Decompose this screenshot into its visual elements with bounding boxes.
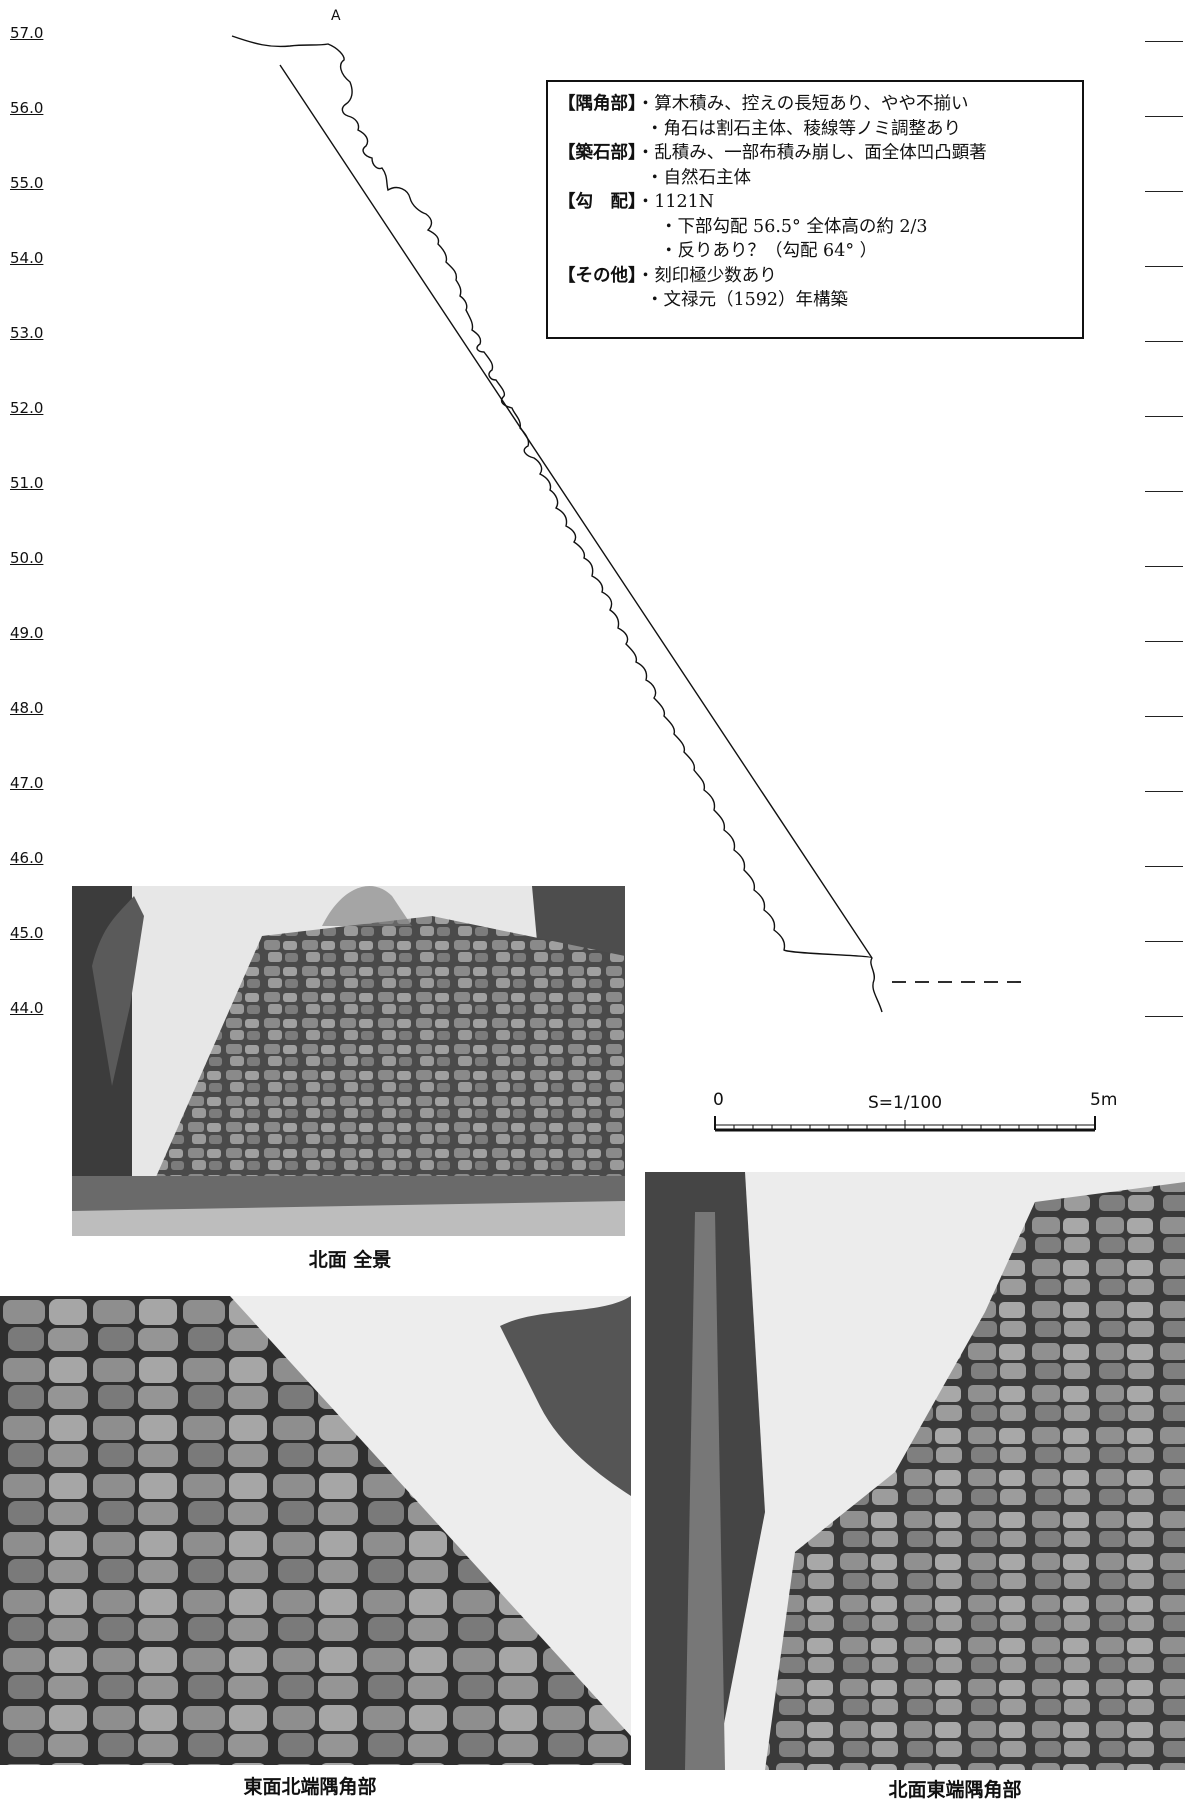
elevation-tick xyxy=(1145,116,1183,117)
elevation-tick xyxy=(1145,941,1183,942)
elevation-label: 47.0 xyxy=(10,774,44,792)
elevation-tick xyxy=(1145,566,1183,567)
elevation-tick xyxy=(1145,191,1183,192)
elevation-label: 44.0 xyxy=(10,999,44,1017)
elevation-tick xyxy=(1145,266,1183,267)
elevation-tick xyxy=(1145,1016,1183,1017)
slope-reference-line xyxy=(279,64,873,959)
elevation-tick xyxy=(1145,866,1183,867)
elevation-tick xyxy=(1145,341,1183,342)
slope-line-1: ・1121N xyxy=(636,192,715,212)
scale-bar xyxy=(714,1116,1096,1132)
elevation-label: 53.0 xyxy=(10,324,44,342)
masonry-line-2: ・自然石主体 xyxy=(646,167,751,188)
photo-north-full-view xyxy=(72,886,625,1236)
masonry-key: 【築石部】 xyxy=(558,143,637,163)
scale-zero-label: 0 xyxy=(713,1090,724,1110)
wall-section-drawing xyxy=(231,35,1022,1013)
elevation-label: 51.0 xyxy=(10,474,44,492)
elevation-tick xyxy=(1145,491,1183,492)
corner-key: 【隅角部】 xyxy=(558,94,637,114)
elevation-label: 50.0 xyxy=(10,549,44,567)
scale-end-label: 5m xyxy=(1090,1090,1118,1110)
elevation-label: 57.0 xyxy=(10,24,44,42)
other-line-2: ・文禄元（1592）年構築 xyxy=(646,290,849,310)
wall-profile-line xyxy=(231,35,883,1013)
elevation-tick xyxy=(1145,716,1183,717)
corner-line-1: ・算木積み、控えの長短あり、やや不揃い xyxy=(636,94,969,114)
masonry-line-1: ・乱積み、一部布積み崩し、面全体凹凸顕著 xyxy=(636,143,987,163)
slope-line-2: ・下部勾配 56.5° 全体高の約 2/3 xyxy=(660,216,928,237)
elevation-label: 49.0 xyxy=(10,624,44,642)
caption-north-full-view: 北面 全景 xyxy=(308,1249,392,1271)
elevation-label: 45.0 xyxy=(10,924,44,942)
elevation-label: 55.0 xyxy=(10,174,44,192)
elevation-label: 54.0 xyxy=(10,249,44,267)
scale-ratio-label: S=1/100 xyxy=(868,1093,943,1113)
photo-north-east-corner xyxy=(645,1172,1185,1770)
elevation-tick xyxy=(1145,641,1183,642)
slope-key: 【勾 配】 xyxy=(558,192,637,212)
corner-line-2: ・角石は割石主体、稜線等ノミ調整あり xyxy=(646,118,961,139)
caption-north-east-corner: 北面東端隅角部 xyxy=(888,1779,1022,1801)
elevation-tick xyxy=(1145,41,1183,42)
elevation-tick xyxy=(1145,791,1183,792)
photo-east-north-corner xyxy=(0,1296,631,1765)
other-line-1: ・刻印極少数あり xyxy=(636,265,777,286)
elevation-label: 52.0 xyxy=(10,399,44,417)
section-point-a: A xyxy=(331,8,341,24)
elevation-tick xyxy=(1145,416,1183,417)
caption-east-north-corner: 東面北端隅角部 xyxy=(243,1776,377,1798)
other-key: 【その他】 xyxy=(558,265,637,286)
slope-line-3: ・反りあり？（勾配 64° ） xyxy=(660,241,878,261)
info-box: 【隅角部】・算木積み、控えの長短あり、やや不揃い ・角石は割石主体、稜線等ノミ調… xyxy=(546,80,1084,339)
elevation-label: 46.0 xyxy=(10,849,44,867)
elevation-label: 48.0 xyxy=(10,699,44,717)
elevation-label: 56.0 xyxy=(10,99,44,117)
